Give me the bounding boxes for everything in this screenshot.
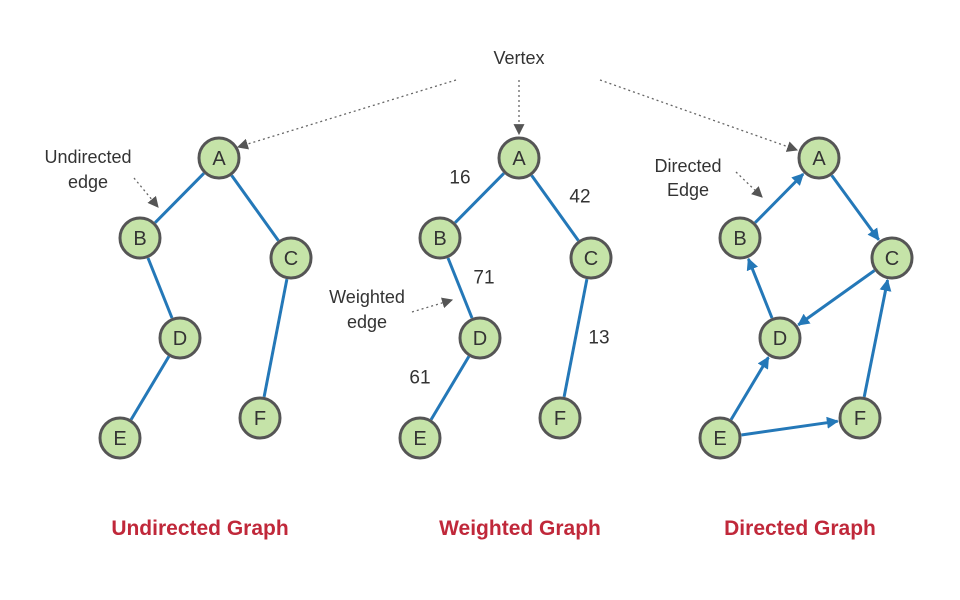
undirected-edge-pointer <box>133 177 159 208</box>
directed-node-b: B <box>718 216 762 260</box>
directed-edge-e-d <box>729 356 770 421</box>
undirected-edge-annotation-line2: edge <box>68 172 108 192</box>
node-label: D <box>473 328 487 350</box>
weighted-edge-annotation-line1: Weighted <box>329 287 405 307</box>
undirected-edge-c-f <box>262 278 289 398</box>
vertex-pointer-right <box>599 79 799 152</box>
edge-weight-b-d: 71 <box>473 268 494 289</box>
edge-weight-a-b: 16 <box>449 168 470 189</box>
node-label: C <box>584 248 598 270</box>
directed-edge-c-d <box>797 269 876 327</box>
node-circle <box>158 316 202 360</box>
node-circle <box>698 416 742 460</box>
weighted-node-b: B <box>418 216 462 260</box>
node-circle <box>569 236 613 280</box>
node-circle <box>758 316 802 360</box>
directed-node-c: C <box>870 236 914 280</box>
weighted-edge-a-b <box>454 172 505 224</box>
node-label: C <box>284 248 298 270</box>
weighted-node-e: E <box>398 416 442 460</box>
directed-graph-caption: Directed Graph <box>724 517 876 540</box>
weighted-node-d: D <box>458 316 502 360</box>
undirected-edge-annotation-line1: Undirected <box>44 147 131 167</box>
node-circle <box>118 216 162 260</box>
directed-edge-annotation-line1: Directed <box>654 156 721 176</box>
directed-edge-pointer <box>735 171 763 198</box>
undirected-node-a: A <box>197 136 241 180</box>
directed-node-f: F <box>838 396 882 440</box>
directed-edge-f-c <box>862 278 892 398</box>
node-label: A <box>812 148 826 170</box>
undirected-edge-a-c <box>230 174 280 242</box>
node-circle <box>870 236 914 280</box>
node-circle <box>197 136 241 180</box>
weighted-node-a: A <box>497 136 541 180</box>
undirected-node-b: B <box>118 216 162 260</box>
undirected-edge-d-e <box>129 355 171 421</box>
node-label: B <box>433 228 446 250</box>
edge-weight-d-e: 61 <box>409 368 430 389</box>
weighted-node-c: C <box>569 236 613 280</box>
nodes-layer: A B C D E F A B C D E F A B C D E F <box>98 136 914 460</box>
node-circle <box>797 136 841 180</box>
node-label: E <box>713 428 726 450</box>
node-circle <box>718 216 762 260</box>
undirected-edge-b-d <box>146 257 174 319</box>
node-label: E <box>413 428 426 450</box>
edges-layer <box>129 172 892 437</box>
weighted-edge-b-d <box>446 257 474 319</box>
node-label: A <box>512 148 526 170</box>
node-label: D <box>173 328 187 350</box>
directed-node-d: D <box>758 316 802 360</box>
directed-node-a: A <box>797 136 841 180</box>
node-label: A <box>212 148 226 170</box>
node-circle <box>269 236 313 280</box>
node-circle <box>838 396 882 440</box>
weighted-edge-pointer <box>411 297 454 313</box>
weighted-graph-caption: Weighted Graph <box>439 517 601 540</box>
node-circle <box>238 396 282 440</box>
node-label: B <box>133 228 146 250</box>
node-label: D <box>773 328 787 350</box>
weighted-edge-d-e <box>429 355 471 421</box>
undirected-edge-a-b <box>154 172 205 224</box>
weighted-edge-annotation-line2: edge <box>347 312 387 332</box>
node-circle <box>398 416 442 460</box>
directed-edge-b-a <box>754 172 805 224</box>
node-circle <box>418 216 462 260</box>
weighted-node-f: F <box>538 396 582 440</box>
weights-layer: 16 42 71 61 13 <box>409 168 609 389</box>
node-circle <box>98 416 142 460</box>
node-label: E <box>113 428 126 450</box>
undirected-node-c: C <box>269 236 313 280</box>
weighted-edge-c-f <box>562 278 589 398</box>
edge-weight-c-f: 13 <box>588 328 609 349</box>
directed-edge-e-f <box>741 416 839 437</box>
node-label: B <box>733 228 746 250</box>
directed-edge-d-b <box>746 257 774 319</box>
directed-node-e: E <box>698 416 742 460</box>
directed-edge-annotation-line2: Edge <box>667 180 709 200</box>
node-label: F <box>554 408 566 430</box>
node-label: F <box>854 408 866 430</box>
directed-edge-a-c <box>830 174 880 241</box>
vertex-annotation: Vertex <box>493 48 544 68</box>
node-circle <box>538 396 582 440</box>
undirected-node-e: E <box>98 416 142 460</box>
node-label: F <box>254 408 266 430</box>
weighted-edge-a-c <box>530 174 580 242</box>
node-circle <box>458 316 502 360</box>
undirected-graph-caption: Undirected Graph <box>111 517 288 540</box>
node-label: C <box>885 248 899 270</box>
undirected-node-d: D <box>158 316 202 360</box>
node-circle <box>497 136 541 180</box>
vertex-pointer-left <box>236 79 457 150</box>
edge-weight-a-c: 42 <box>569 187 590 208</box>
undirected-node-f: F <box>238 396 282 440</box>
